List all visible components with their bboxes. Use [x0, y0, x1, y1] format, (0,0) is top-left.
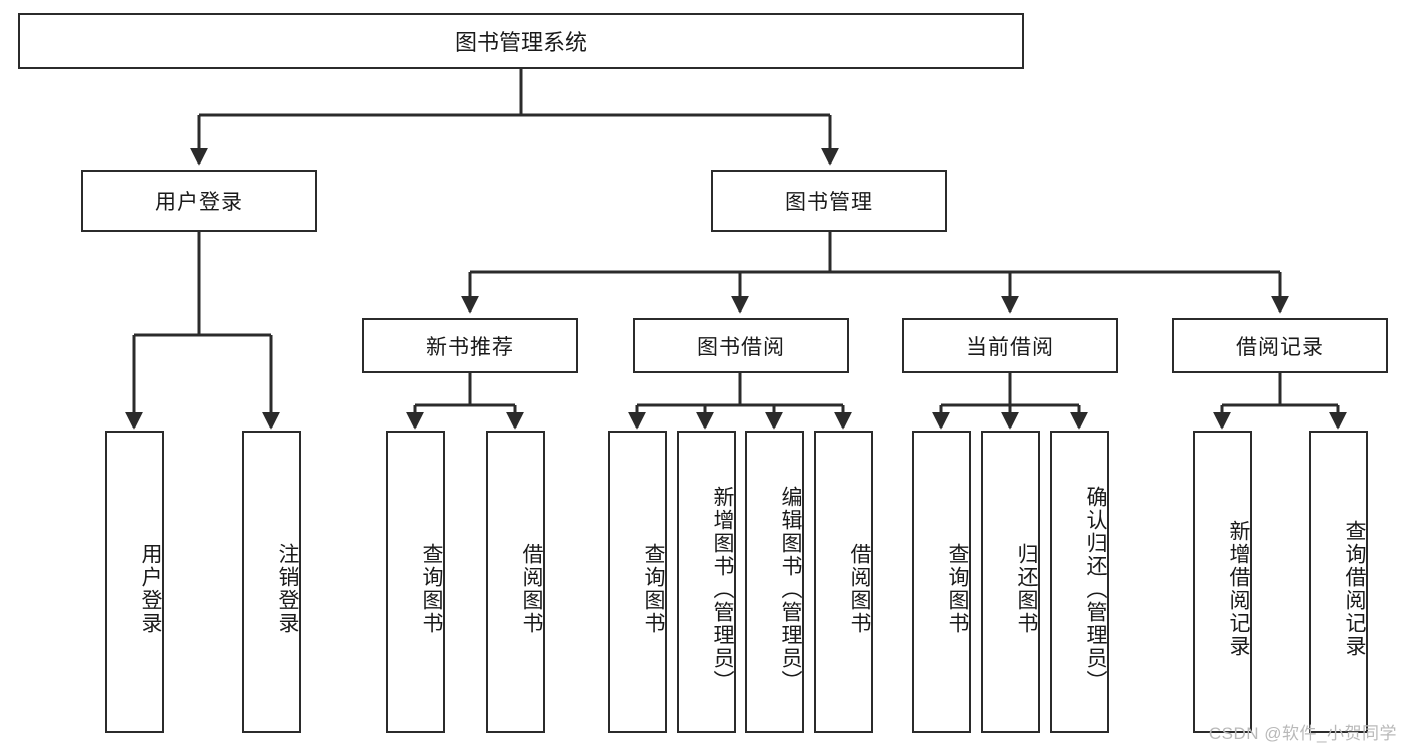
node-root-system[interactable]: 图书管理系统 [18, 13, 1024, 69]
node-leaf-add-record-label: 新增借阅记录 [1227, 520, 1250, 658]
node-user-login[interactable]: 用户登录 [81, 170, 317, 232]
node-leaf-logout-label: 注销登录 [276, 543, 299, 635]
node-leaf-confirm-return-label: 确认归还（管理员） [1084, 485, 1107, 693]
node-leaf-query-record[interactable]: 查询借阅记录 [1309, 431, 1368, 733]
node-leaf-query-record-label: 查询借阅记录 [1343, 520, 1366, 658]
node-book-borrow[interactable]: 图书借阅 [633, 318, 849, 373]
node-leaf-query-book-1[interactable]: 查询图书 [386, 431, 445, 733]
node-leaf-add-record[interactable]: 新增借阅记录 [1193, 431, 1252, 733]
node-leaf-return-book[interactable]: 归还图书 [981, 431, 1040, 733]
node-leaf-query-book-3[interactable]: 查询图书 [912, 431, 971, 733]
node-leaf-return-book-label: 归还图书 [1015, 543, 1038, 635]
node-leaf-query-book-3-label: 查询图书 [946, 543, 969, 635]
node-current-borrow[interactable]: 当前借阅 [902, 318, 1118, 373]
node-leaf-logout[interactable]: 注销登录 [242, 431, 301, 733]
node-leaf-add-book[interactable]: 新增图书（管理员） [677, 431, 736, 733]
node-new-book-recommend[interactable]: 新书推荐 [362, 318, 578, 373]
node-leaf-borrow-book-1-label: 借阅图书 [520, 543, 543, 635]
node-leaf-add-book-label: 新增图书（管理员） [711, 485, 734, 693]
node-leaf-user-login[interactable]: 用户登录 [105, 431, 164, 733]
node-borrow-record[interactable]: 借阅记录 [1172, 318, 1388, 373]
node-book-manage[interactable]: 图书管理 [711, 170, 947, 232]
node-leaf-borrow-book-2[interactable]: 借阅图书 [814, 431, 873, 733]
node-leaf-borrow-book-2-label: 借阅图书 [848, 543, 871, 635]
node-leaf-query-book-2-label: 查询图书 [642, 543, 665, 635]
node-leaf-edit-book-label: 编辑图书（管理员） [779, 485, 802, 693]
node-leaf-edit-book[interactable]: 编辑图书（管理员） [745, 431, 804, 733]
node-leaf-query-book-2[interactable]: 查询图书 [608, 431, 667, 733]
node-leaf-confirm-return[interactable]: 确认归还（管理员） [1050, 431, 1109, 733]
node-leaf-borrow-book-1[interactable]: 借阅图书 [486, 431, 545, 733]
node-leaf-query-book-1-label: 查询图书 [420, 543, 443, 635]
node-leaf-user-login-label: 用户登录 [139, 543, 162, 635]
